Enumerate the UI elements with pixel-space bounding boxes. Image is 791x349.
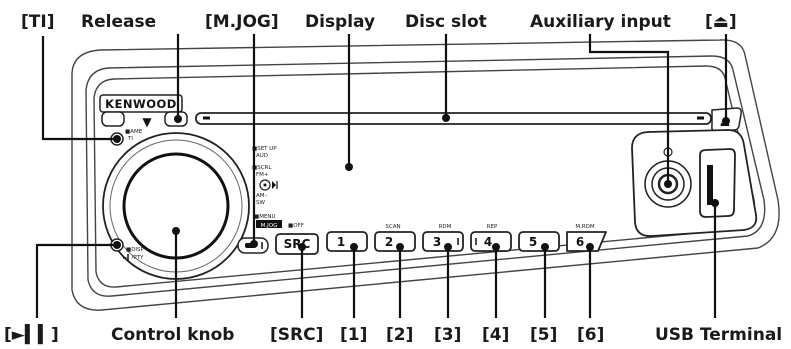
rep-label: REP — [487, 224, 498, 230]
display-callout: Display — [305, 12, 375, 32]
preset-button-5[interactable]: 5 — [518, 231, 560, 252]
preset-button-3[interactable]: 3 — [422, 231, 464, 252]
b6-callout: [6] — [577, 325, 604, 345]
svg-text:■MENU: ■MENU — [254, 214, 276, 220]
mode-labels: ■SET UP AUD ■SCRL FM+ AM– SW ■MENU M.JOG… — [252, 146, 304, 229]
svg-text:5: 5 — [529, 235, 537, 249]
callout-lines — [35, 34, 730, 318]
b1-callout: [1] — [340, 325, 367, 345]
usb-terminal[interactable] — [699, 148, 736, 218]
control-knob-callout: Control knob — [111, 325, 234, 345]
svg-text:AUD: AUD — [256, 153, 268, 159]
svg-text:SRC: SRC — [284, 237, 311, 251]
ti-callout: [TI] — [21, 12, 54, 32]
jog-icon — [259, 179, 278, 191]
svg-text:3: 3 — [433, 235, 441, 249]
preset-button-6[interactable]: 6 — [566, 231, 607, 252]
preset-button-1[interactable]: 1 — [326, 231, 368, 252]
mrdm-label: M.RDM — [575, 224, 595, 230]
ame-label: ■AME — [125, 129, 143, 135]
release-arrow: ▼ — [142, 115, 152, 129]
src-button[interactable]: SRC — [275, 233, 319, 255]
disc-slot-callout: Disc slot — [405, 12, 487, 32]
svg-text:AM–: AM– — [256, 193, 268, 199]
mjog-callout: [M.JOG] — [205, 12, 279, 32]
disp-label: ■DISP — [126, 247, 145, 253]
usb-callout: USB Terminal — [655, 325, 782, 345]
svg-text:■SET UP: ■SET UP — [252, 146, 277, 152]
pty-label: ►▍/PTY — [123, 253, 144, 261]
b3-callout: [3] — [434, 325, 461, 345]
rdm-label: RDM — [439, 224, 452, 230]
aux-input-callout: Auxiliary input — [530, 12, 671, 32]
release-callout: Release — [81, 12, 156, 32]
scan-label: SCAN — [385, 224, 400, 230]
svg-text:KENWOOD: KENWOOD — [105, 97, 177, 111]
svg-text:SW: SW — [256, 200, 265, 206]
b5-callout: [5] — [530, 325, 557, 345]
svg-text:FM+: FM+ — [256, 172, 269, 178]
svg-text:4: 4 — [484, 235, 492, 249]
svg-text:■SCRL: ■SCRL — [252, 165, 272, 171]
left-small-button[interactable] — [101, 111, 125, 127]
preset-button-4[interactable]: 4 — [470, 231, 512, 252]
preset-button-2[interactable]: 2 — [374, 231, 416, 252]
svg-text:6: 6 — [576, 235, 584, 249]
b2-callout: [2] — [386, 325, 413, 345]
eject-callout: [⏏] — [705, 12, 737, 32]
disc-slot — [195, 112, 712, 125]
ti-label: TI — [127, 136, 133, 142]
kenwood-logo: KENWOOD — [99, 94, 183, 113]
svg-text:M.JOG: M.JOG — [261, 223, 278, 229]
svg-text:■OFF: ■OFF — [288, 223, 304, 229]
b4-callout: [4] — [482, 325, 509, 345]
play-pause-callout: [►▍▍] — [4, 324, 59, 345]
svg-text:1: 1 — [337, 235, 345, 249]
src-callout: [SRC] — [270, 325, 323, 345]
svg-text:2: 2 — [385, 235, 393, 249]
